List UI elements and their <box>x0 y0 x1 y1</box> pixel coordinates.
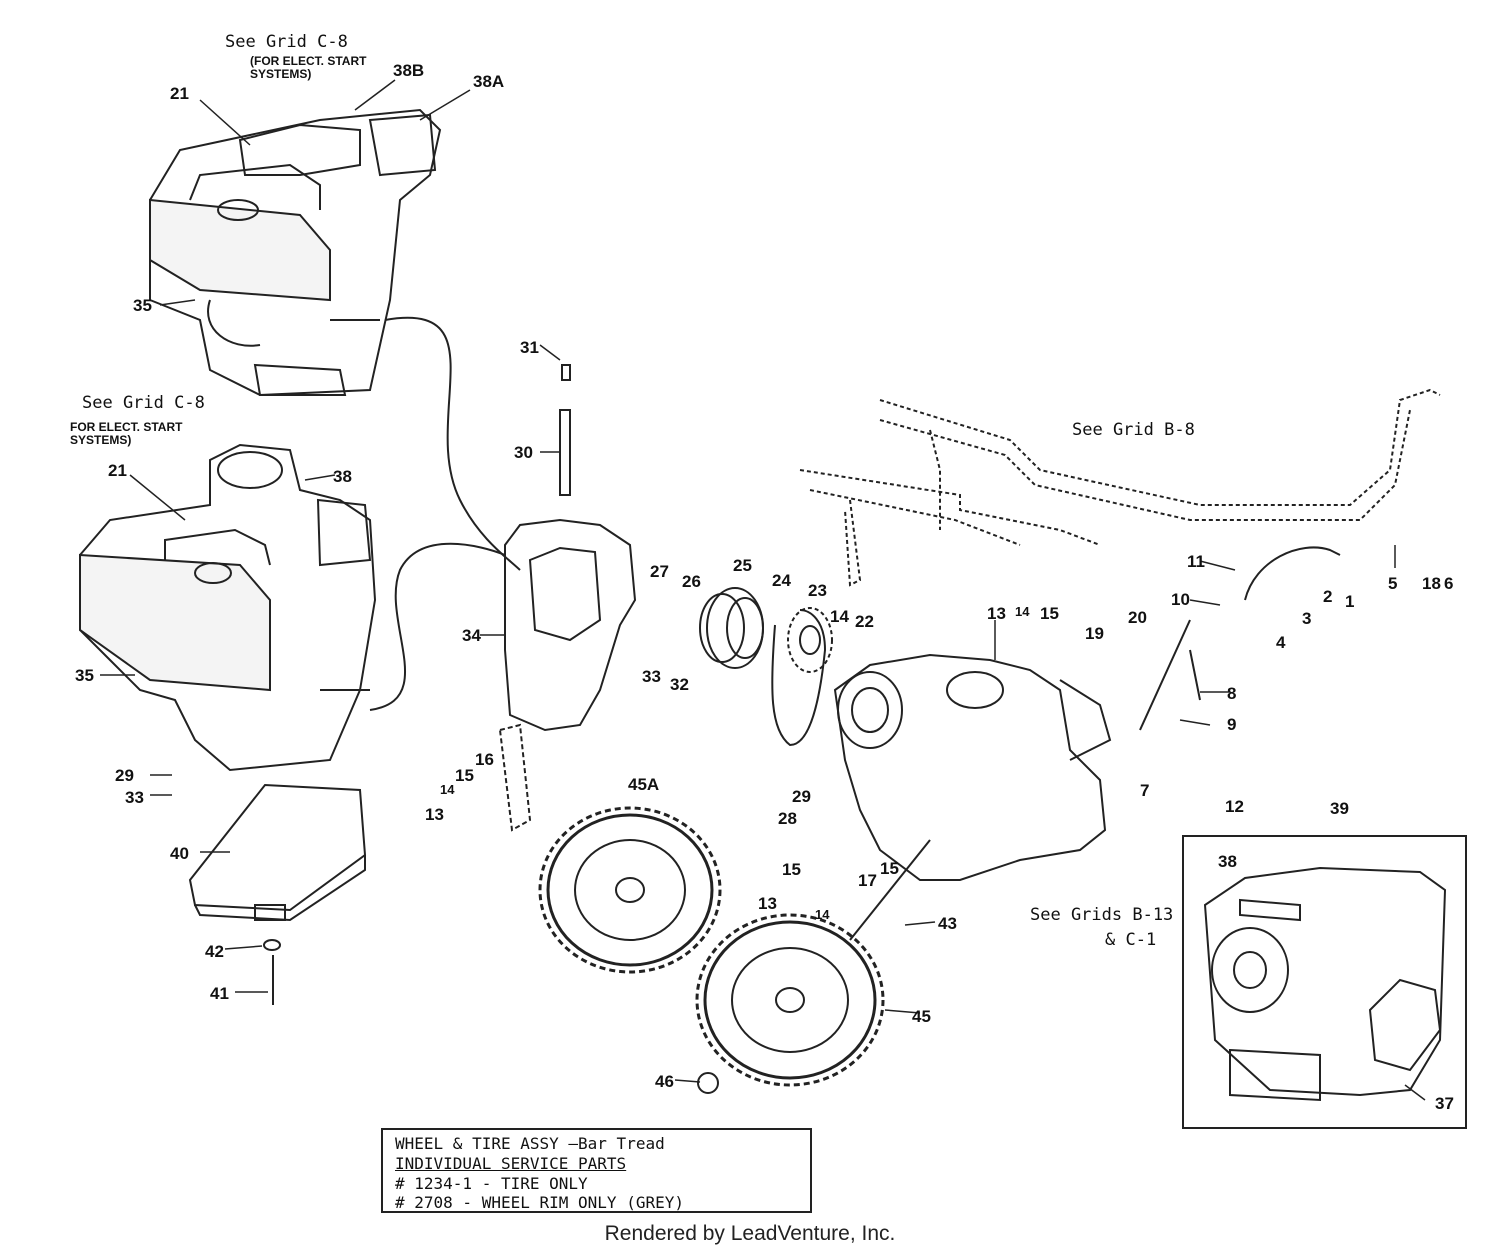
wheel-tire-legend: WHEEL & TIRE ASSY —Bar Tread INDIVIDUAL … <box>381 1128 812 1213</box>
axle <box>849 839 931 941</box>
callout-19: 19 <box>1085 624 1104 643</box>
legend-tire-only: # 1234-1 - TIRE ONLY <box>395 1174 588 1193</box>
callout-8: 8 <box>1227 684 1237 703</box>
callout-1: 1 <box>1345 592 1355 611</box>
housing-34 <box>504 364 637 732</box>
hub-cap-46 <box>697 1072 719 1094</box>
callout-13-a: 13 <box>987 604 1006 623</box>
callout-20: 20 <box>1128 608 1147 627</box>
callout-34: 34 <box>462 626 481 645</box>
callout-35-top: 35 <box>133 296 152 315</box>
hose-lower <box>369 542 506 711</box>
callout-5: 5 <box>1388 574 1398 593</box>
rod-8 <box>1189 649 1201 701</box>
callout-42: 42 <box>205 942 224 961</box>
callout-28: 28 <box>778 809 797 828</box>
note-grids-b13: See Grids B-13 <box>1030 905 1174 925</box>
engine-inset <box>1203 866 1447 1102</box>
washer-42 <box>263 939 281 951</box>
callout-27: 27 <box>650 562 669 581</box>
callout-45A: 45A <box>628 775 660 794</box>
callout-40: 40 <box>170 844 189 863</box>
legend-subtitle: INDIVIDUAL SERVICE PARTS <box>395 1154 627 1173</box>
transmission <box>833 653 1112 881</box>
callout-15-b: 15 <box>455 766 474 785</box>
callout-38A: 38A <box>473 72 505 91</box>
note-elect-start-left: FOR ELECT. START SYSTEMS) <box>70 420 183 447</box>
callout-14-d: 14 <box>815 907 830 922</box>
callout-2: 2 <box>1323 587 1333 606</box>
wheel-45 <box>695 913 885 1087</box>
callout-9: 9 <box>1227 715 1237 734</box>
note-grid-b8: See Grid B-8 <box>1072 420 1195 440</box>
callout-24: 24 <box>772 571 791 590</box>
callout-38-inset: 38 <box>1218 852 1237 871</box>
callout-12: 12 <box>1225 797 1244 816</box>
callout-13-c: 13 <box>758 894 777 913</box>
callout-17: 17 <box>858 871 877 890</box>
callout-13-b: 13 <box>425 805 444 824</box>
callout-11: 11 <box>1187 552 1205 571</box>
legend-wheel-rim-only: # 2708 - WHEEL RIM ONLY (GREY) <box>395 1193 684 1212</box>
callout-23: 23 <box>808 581 827 600</box>
callout-33-b: 33 <box>125 788 144 807</box>
callout-16: 16 <box>475 750 494 769</box>
callout-22: 22 <box>855 612 874 631</box>
callout-30: 30 <box>514 443 533 462</box>
note-grid-c8-top: See Grid C-8 <box>225 32 348 52</box>
callout-14-b: 14 <box>1015 604 1030 619</box>
callout-32: 32 <box>670 675 689 694</box>
callout-18: 18 <box>1422 574 1441 593</box>
callout-3: 3 <box>1302 609 1312 628</box>
gear-23 <box>787 607 833 673</box>
note-elect-start-top: (FOR ELECT. START SYSTEMS) <box>250 54 367 81</box>
callout-14-a: 14 <box>830 607 849 626</box>
callout-39: 39 <box>1330 799 1349 818</box>
callout-43: 43 <box>938 914 957 933</box>
callout-35-mid: 35 <box>75 666 94 685</box>
callout-45: 45 <box>912 1007 931 1026</box>
callout-41: 41 <box>210 984 229 1003</box>
hose-upper <box>384 316 521 571</box>
callout-4: 4 <box>1276 633 1286 652</box>
callout-25: 25 <box>733 556 752 575</box>
note-grid-c8-left: See Grid C-8 <box>82 393 205 413</box>
callout-15-c: 15 <box>782 860 801 879</box>
wheel-45A <box>538 806 722 974</box>
callout-15-a: 15 <box>1040 604 1059 623</box>
footer-credit: Rendered by LeadVenture, Inc. <box>604 1222 896 1245</box>
inset-box <box>1182 835 1467 1129</box>
callout-14-c: 14 <box>440 782 455 797</box>
callout-21-top: 21 <box>170 84 189 103</box>
callout-33-a: 33 <box>642 667 661 686</box>
legend-title: WHEEL & TIRE ASSY —Bar Tread <box>395 1134 665 1153</box>
tine-bar <box>498 723 532 832</box>
pulley-25 <box>699 587 764 669</box>
base-plate-40 <box>188 783 367 922</box>
callout-38B: 38B <box>393 61 425 80</box>
callout-7: 7 <box>1140 781 1150 800</box>
callout-37: 37 <box>1435 1094 1454 1113</box>
callout-21-mid: 21 <box>108 461 127 480</box>
shift-rod <box>1244 546 1341 601</box>
note-grids-c1: & C-1 <box>1105 930 1157 950</box>
engine-middle <box>79 443 377 772</box>
callout-10: 10 <box>1171 590 1190 609</box>
engine-top <box>149 108 442 397</box>
handle-frame <box>799 388 1441 587</box>
callout-46: 46 <box>655 1072 674 1091</box>
callout-31: 31 <box>520 338 539 357</box>
callout-15-d: 15 <box>880 859 899 878</box>
callout-38: 38 <box>333 467 352 486</box>
belt-24 <box>771 609 827 747</box>
callout-29-a: 29 <box>115 766 134 785</box>
callout-26: 26 <box>682 572 701 591</box>
callout-29-b: 29 <box>792 787 811 806</box>
rod-20 <box>1139 619 1191 731</box>
callout-6: 6 <box>1444 574 1454 593</box>
